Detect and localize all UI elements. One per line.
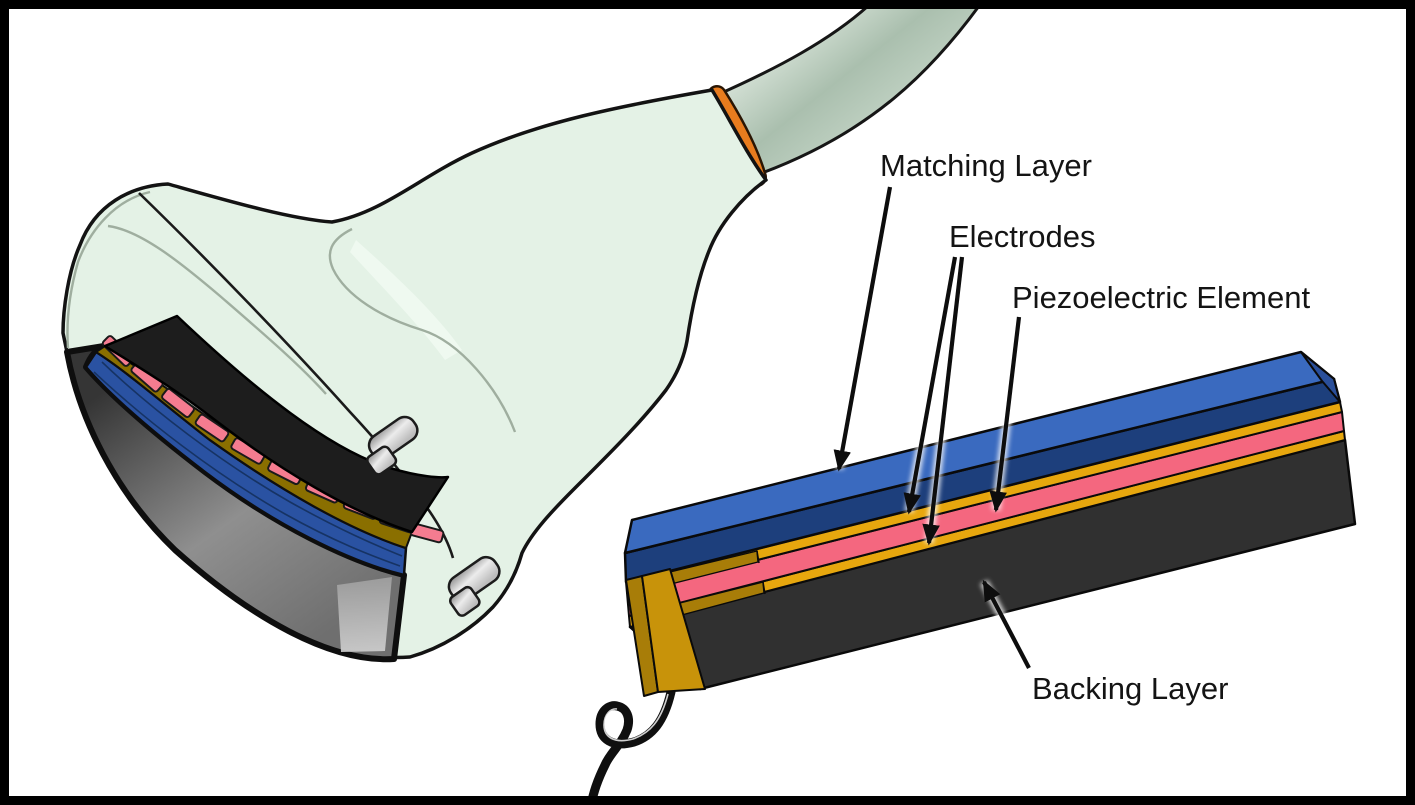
layer-stack bbox=[586, 350, 1357, 805]
matching-layer-arrow bbox=[833, 186, 893, 472]
matching-band-lamination-2 bbox=[93, 371, 401, 567]
electrodes-arrow-lower bbox=[922, 256, 965, 546]
piezoelectric-arrow bbox=[989, 316, 1022, 513]
label-backing-layer: Backing Layer bbox=[1032, 671, 1228, 706]
stack-cable bbox=[586, 687, 676, 805]
body-sheen bbox=[350, 240, 462, 360]
electrode-seam-2 bbox=[762, 581, 766, 595]
electrode-seam-1 bbox=[756, 550, 760, 564]
clip-upper bbox=[366, 415, 419, 476]
probe-backing-band bbox=[103, 314, 450, 534]
backing-layer-arrow bbox=[982, 579, 1031, 669]
stack-cable-highlight bbox=[603, 693, 669, 742]
label-matching-layer: Matching Layer bbox=[880, 148, 1092, 183]
end-cap-front bbox=[641, 568, 706, 693]
matching-layer-bevel bbox=[1300, 351, 1341, 403]
label-electrodes: Electrodes bbox=[949, 219, 1095, 254]
matching-band-lamination-1 bbox=[101, 361, 403, 557]
label-piezoelectric-element: Piezoelectric Element bbox=[1012, 280, 1310, 315]
probe-illustration bbox=[61, 4, 982, 663]
crease-right-hook bbox=[328, 227, 517, 433]
clip-upper-cap bbox=[366, 445, 398, 476]
clip-lower-cap bbox=[448, 585, 481, 617]
crease-mid bbox=[107, 224, 327, 395]
annotations: Matching Layer Electrodes Piezoelectric … bbox=[833, 148, 1310, 706]
array-element bbox=[194, 413, 230, 443]
probe-cable bbox=[714, 4, 982, 175]
crease-left-inset bbox=[66, 190, 151, 349]
array-element bbox=[161, 388, 195, 418]
clip-lower bbox=[447, 555, 501, 617]
lens-face-panel bbox=[337, 577, 392, 652]
electrodes-arrow-upper bbox=[903, 256, 958, 515]
